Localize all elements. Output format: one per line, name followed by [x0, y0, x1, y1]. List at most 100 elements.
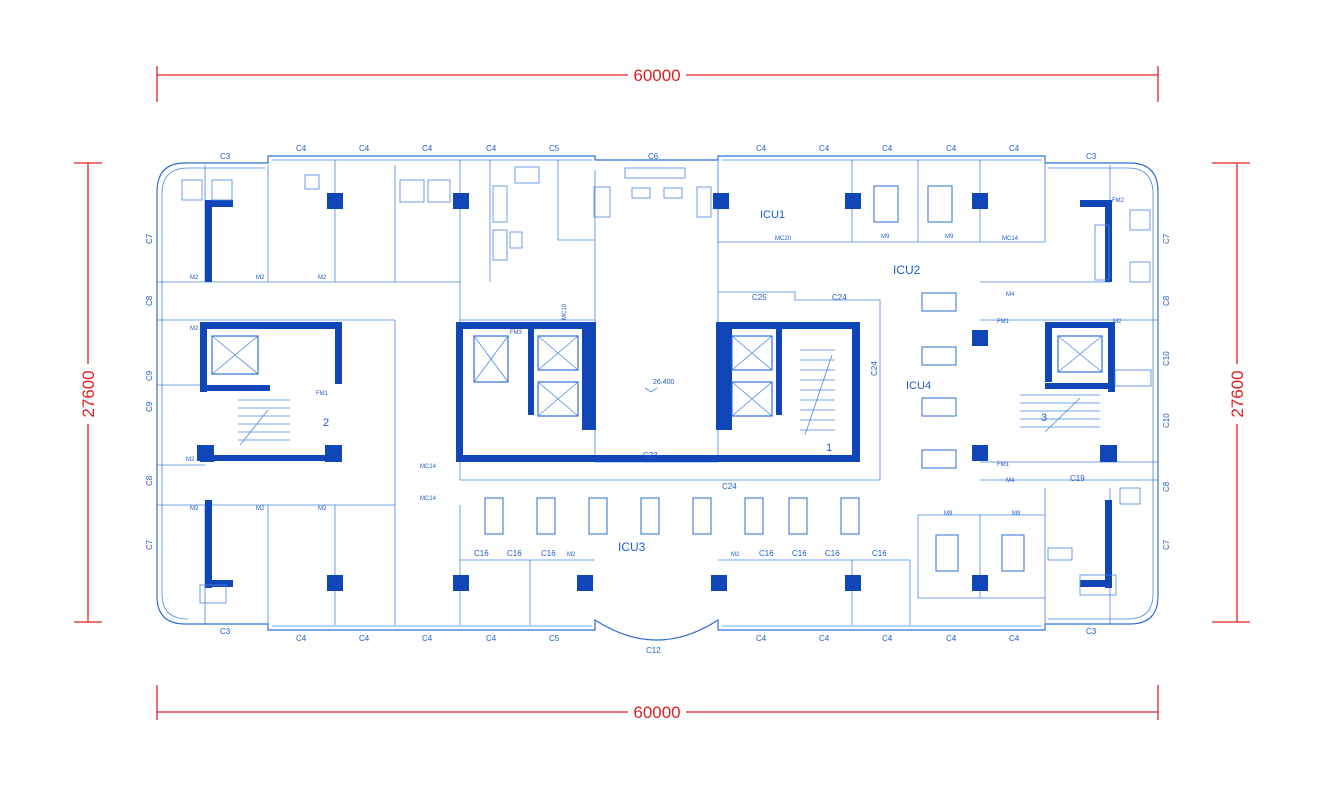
tag-fm1-c: FM1 [997, 462, 1010, 468]
tag-mc14-a: MC14 [420, 464, 437, 470]
tag-c6: C6 [648, 152, 659, 161]
tag-c12: C12 [646, 646, 661, 655]
tag-mc14-top: MC14 [1002, 236, 1019, 242]
tag-c8-r1: C8 [1162, 295, 1171, 306]
tag-c4-b6: C4 [819, 634, 830, 643]
elevation-mark: 26.400 [653, 379, 675, 386]
tag-c4-b4: C4 [486, 634, 497, 643]
tag-m9-c: M9 [944, 511, 953, 517]
zone-labels: ICU1 ICU2 ICU4 ICU3 26.400 [618, 209, 931, 554]
tag-c4-4: C4 [486, 144, 497, 153]
tag-c4-9: C4 [1009, 144, 1020, 153]
tag-c8-l1: C8 [145, 295, 154, 306]
stair-1-number: 1 [826, 442, 832, 454]
tag-c23: C23 [643, 451, 658, 460]
tag-c16-2: C16 [507, 549, 522, 558]
tag-m2-a: M2 [190, 275, 199, 281]
opening-tags: C3 C4 C4 C4 C4 C5 C6 C4 C4 C4 C4 C4 C3 C… [145, 144, 1171, 655]
tag-c4-6: C4 [819, 144, 830, 153]
tag-m2-f: M2 [190, 506, 199, 512]
tag-c8-l2: C8 [145, 475, 154, 486]
dimension-bottom-label: 60000 [633, 703, 680, 722]
fixtures [181, 166, 1152, 604]
tag-c7-l1: C7 [145, 233, 154, 244]
zone-icu1: ICU1 [760, 209, 785, 221]
tag-c24-b: C24 [832, 293, 847, 302]
elevation-marker [644, 387, 658, 393]
tag-c3-br: C3 [1086, 627, 1097, 636]
tag-c4-8: C4 [946, 144, 957, 153]
tag-c3-bl: C3 [220, 627, 231, 636]
tag-c5-top: C5 [549, 144, 560, 153]
tag-c24-c: C24 [870, 361, 879, 376]
tag-mc20: MC20 [775, 236, 792, 242]
tag-c24-a: C24 [722, 482, 737, 491]
tag-m2-b: M2 [256, 275, 265, 281]
building-outline [156, 155, 1159, 641]
tag-mc10: MC10 [562, 303, 568, 320]
tag-m2-c: M2 [318, 275, 327, 281]
tag-m2-g: M2 [256, 506, 265, 512]
tag-c3-tl: C3 [220, 152, 231, 161]
tag-c4-b1: C4 [296, 634, 307, 643]
tag-c7-r1: C7 [1162, 233, 1171, 244]
tag-c16-5: C16 [792, 549, 807, 558]
stair-2-number: 2 [323, 417, 329, 429]
tag-c7-l2: C7 [145, 539, 154, 550]
tag-c16-7: C16 [872, 549, 887, 558]
tag-c4-b8: C4 [946, 634, 957, 643]
stairs: 2 1 3 [238, 349, 1100, 454]
tag-c4-5: C4 [756, 144, 767, 153]
tag-c4-1: C4 [296, 144, 307, 153]
tag-c10-r1: C10 [1162, 351, 1171, 366]
tag-c4-b5: C4 [756, 634, 767, 643]
tag-m2-h: M2 [318, 506, 327, 512]
tag-m4-b: M4 [1006, 478, 1015, 484]
tag-c16-3: C16 [541, 549, 556, 558]
tag-c4-b2: C4 [359, 634, 370, 643]
icu-beds [484, 185, 1025, 572]
dimension-bottom: 60000 [156, 685, 1159, 723]
tag-c25: C25 [752, 293, 767, 302]
tag-c4-b9: C4 [1009, 634, 1020, 643]
dimension-left: 27600 [74, 162, 102, 623]
tag-m2-k: M2 [1113, 319, 1122, 325]
tag-m9-d: M9 [1012, 511, 1021, 517]
tag-c16-1: C16 [474, 549, 489, 558]
tag-c9-l2: C9 [145, 401, 154, 412]
dimension-left-label: 27600 [79, 370, 98, 417]
tag-c4-2: C4 [359, 144, 370, 153]
tag-c7-r2: C7 [1162, 539, 1171, 550]
tag-m9-b: M9 [945, 234, 954, 240]
tag-fm2: FM2 [1112, 198, 1125, 204]
elevators [211, 335, 1103, 417]
zone-icu4: ICU4 [906, 380, 931, 392]
dimension-right: 27600 [1212, 162, 1250, 623]
zone-icu3: ICU3 [618, 540, 646, 554]
tag-fm1-b: FM1 [316, 391, 329, 397]
tag-c16-6: C16 [825, 549, 840, 558]
tag-c3-tr: C3 [1086, 152, 1097, 161]
tag-fm3: FM3 [510, 330, 523, 336]
tag-c10-r2: C10 [1162, 413, 1171, 428]
tag-m2-j: M2 [731, 552, 740, 558]
tag-mc14-b: MC14 [420, 496, 437, 502]
tag-m9-a: M9 [881, 234, 890, 240]
structural-cores [197, 193, 1117, 591]
tag-m2-e: M2 [186, 457, 195, 463]
zone-icu2: ICU2 [893, 263, 921, 277]
stair-3-number: 3 [1041, 412, 1047, 424]
tag-c4-b3: C4 [422, 634, 433, 643]
dimension-top: 60000 [156, 64, 1159, 102]
tag-c5-bottom: C5 [549, 634, 560, 643]
dimension-top-label: 60000 [633, 66, 680, 85]
tag-m2-i: M2 [567, 552, 576, 558]
tag-c9-l1: C9 [145, 370, 154, 381]
tag-c4-3: C4 [422, 144, 433, 153]
tag-fm1-a: FM1 [997, 319, 1010, 325]
tag-c16-4: C16 [759, 549, 774, 558]
dimension-right-label: 27600 [1228, 370, 1247, 417]
tag-c8-r2: C8 [1162, 481, 1171, 492]
tag-m2-d: M2 [190, 326, 199, 332]
